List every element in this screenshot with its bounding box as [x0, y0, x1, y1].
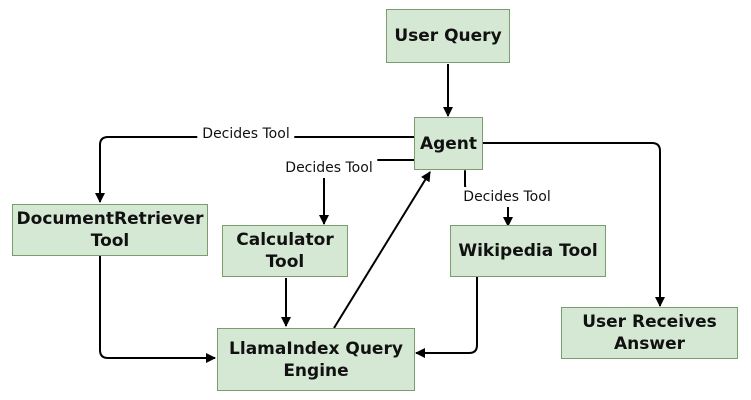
node-agent: Agent: [414, 117, 483, 170]
edge-documentretriever-llamaindex: [99, 256, 216, 363]
node-document-retriever-tool: DocumentRetriever Tool: [12, 204, 208, 256]
node-user-receives-answer: User Receives Answer: [561, 307, 738, 359]
node-user-query: User Query: [386, 9, 510, 63]
edge-llamaindex-agent: [333, 171, 431, 329]
node-calculator-tool: Calculator Tool: [222, 225, 348, 277]
edge-agent-documentretriever: [95, 136, 414, 203]
edge-label-decides-tool-calculator: Decides Tool: [280, 158, 378, 178]
node-wikipedia-tool: Wikipedia Tool: [450, 225, 606, 277]
edge-label-decides-tool-wikipedia: Decides Tool: [458, 187, 556, 207]
edge-label-decides-tool-document: Decides Tool: [197, 124, 295, 144]
node-llamaindex-query-engine: LlamaIndex Query Engine: [217, 328, 415, 391]
edge-agent-userreceives: [483, 142, 665, 307]
edge-wikipedia-llamaindex: [415, 277, 478, 358]
